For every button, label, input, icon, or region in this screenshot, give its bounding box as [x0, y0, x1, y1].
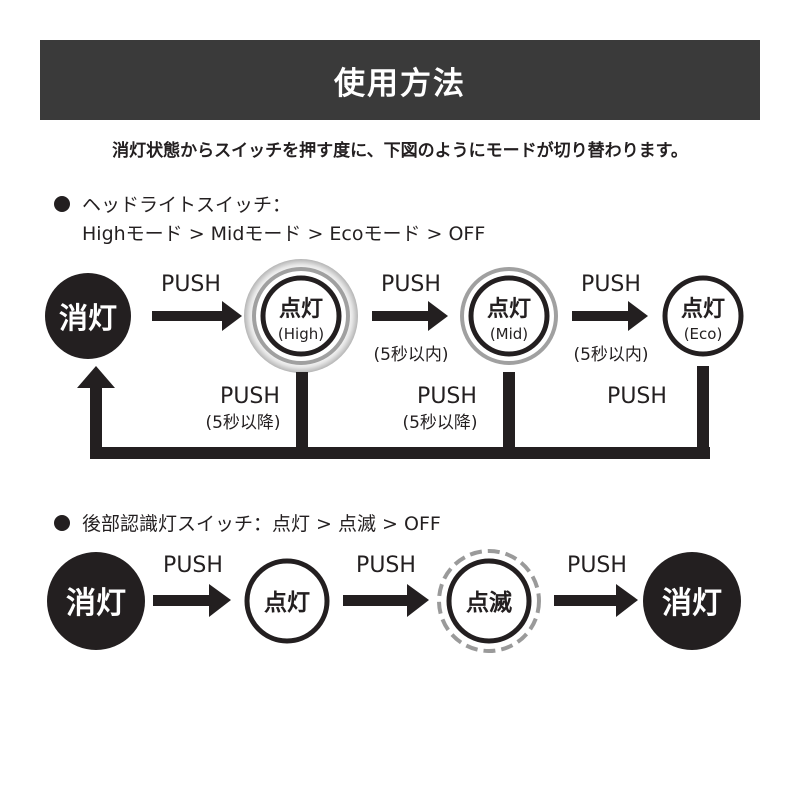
headlight-off-circle [45, 273, 131, 359]
rear-off-circle-start [47, 552, 145, 650]
rear-push-3: PUSH [567, 553, 627, 578]
return-push-2: PUSH [417, 384, 477, 409]
return-note-2: (5秒以降) [402, 413, 477, 433]
return-note-1: (5秒以降) [205, 413, 280, 433]
intro-text: 消灯状態からスイッチを押す度に、下図のようにモードが切り替わります。 [112, 141, 688, 161]
forward-push-3: PUSH [581, 272, 641, 297]
rear-push-2: PUSH [356, 553, 416, 578]
eco-mode-sub: (Eco) [684, 325, 723, 343]
rear-off-label-start: 消灯 [66, 586, 126, 621]
high-mode-circle [260, 275, 342, 357]
high-mode-sub: (High) [278, 325, 324, 343]
high-outer-ring [252, 267, 350, 365]
mid-mode-circle [468, 275, 550, 357]
return-push-3: PUSH [607, 384, 667, 409]
eco-mode-circle [662, 275, 744, 357]
eco-mode-label: 点灯 [681, 296, 725, 322]
bullet-icon [54, 196, 70, 212]
rear-blink-dashed-ring [437, 549, 541, 653]
rear-on-circle [244, 558, 330, 644]
page-title: 使用方法 [334, 65, 466, 102]
rear-heading: 後部認識灯スイッチ：点灯 > 点滅 > OFF [82, 513, 441, 535]
rear-blink-circle [446, 558, 532, 644]
mid-outer-ring [460, 267, 558, 365]
headlight-heading-row: ヘッドライトスイッチ： [54, 190, 291, 217]
headlight-off-label: 消灯 [59, 301, 117, 335]
high-mode-label: 点灯 [279, 296, 323, 322]
title-banner: 使用方法 [40, 40, 760, 120]
return-push-1: PUSH [220, 384, 280, 409]
forward-note-2: (5秒以内) [373, 345, 448, 365]
headlight-sequence: Highモード > Midモード > Ecoモード > OFF [82, 223, 486, 245]
forward-arrow-3 [572, 301, 648, 331]
rear-push-1: PUSH [163, 553, 223, 578]
headlight-heading: ヘッドライトスイッチ： [82, 194, 292, 216]
rear-arrow-1 [153, 584, 231, 617]
rear-arrow-2 [343, 584, 429, 617]
mid-mode-label: 点灯 [487, 296, 531, 322]
rear-off-circle-end [643, 552, 741, 650]
forward-push-2: PUSH [381, 272, 441, 297]
mid-mode-sub: (Mid) [490, 325, 528, 343]
rear-off-label-end: 消灯 [662, 586, 722, 621]
rear-heading-row: 後部認識灯スイッチ：点灯 > 点滅 > OFF [54, 509, 441, 536]
forward-push-1: PUSH [161, 272, 221, 297]
rear-arrow-3 [554, 584, 638, 617]
bullet-icon [54, 515, 70, 531]
forward-note-3: (5秒以内) [573, 345, 648, 365]
rear-blink-label: 点滅 [466, 590, 512, 616]
forward-arrow-2 [372, 301, 448, 331]
forward-arrow-1 [152, 301, 242, 331]
return-loop-arrow [77, 366, 710, 459]
rear-on-label: 点灯 [264, 590, 310, 616]
